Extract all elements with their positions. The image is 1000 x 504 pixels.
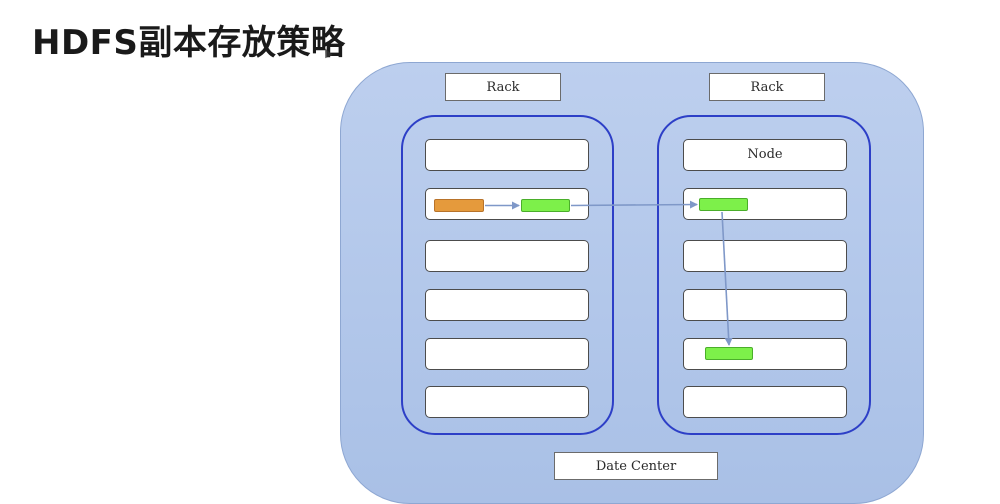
rack-right (657, 115, 871, 435)
replica-block-remote-rack-second (705, 347, 753, 360)
data-center-area (340, 62, 924, 504)
node-right-3 (683, 240, 847, 272)
node-left-3 (425, 240, 589, 272)
node-left-6 (425, 386, 589, 418)
replica-block-remote-rack (699, 198, 748, 211)
node-left-4 (425, 289, 589, 321)
rack-left (401, 115, 614, 435)
node-left-1 (425, 139, 589, 171)
node-right-4 (683, 289, 847, 321)
rack-label-right: Rack (709, 73, 825, 101)
data-center-label: Date Center (554, 452, 718, 480)
node-left-5 (425, 338, 589, 370)
rack-label-left: Rack (445, 73, 561, 101)
node-right-6 (683, 386, 847, 418)
slide-title: HDFS副本存放策略 (32, 23, 346, 63)
replica-block-same-rack (521, 199, 570, 212)
node-right-1: Node (683, 139, 847, 171)
primary-block (434, 199, 484, 212)
